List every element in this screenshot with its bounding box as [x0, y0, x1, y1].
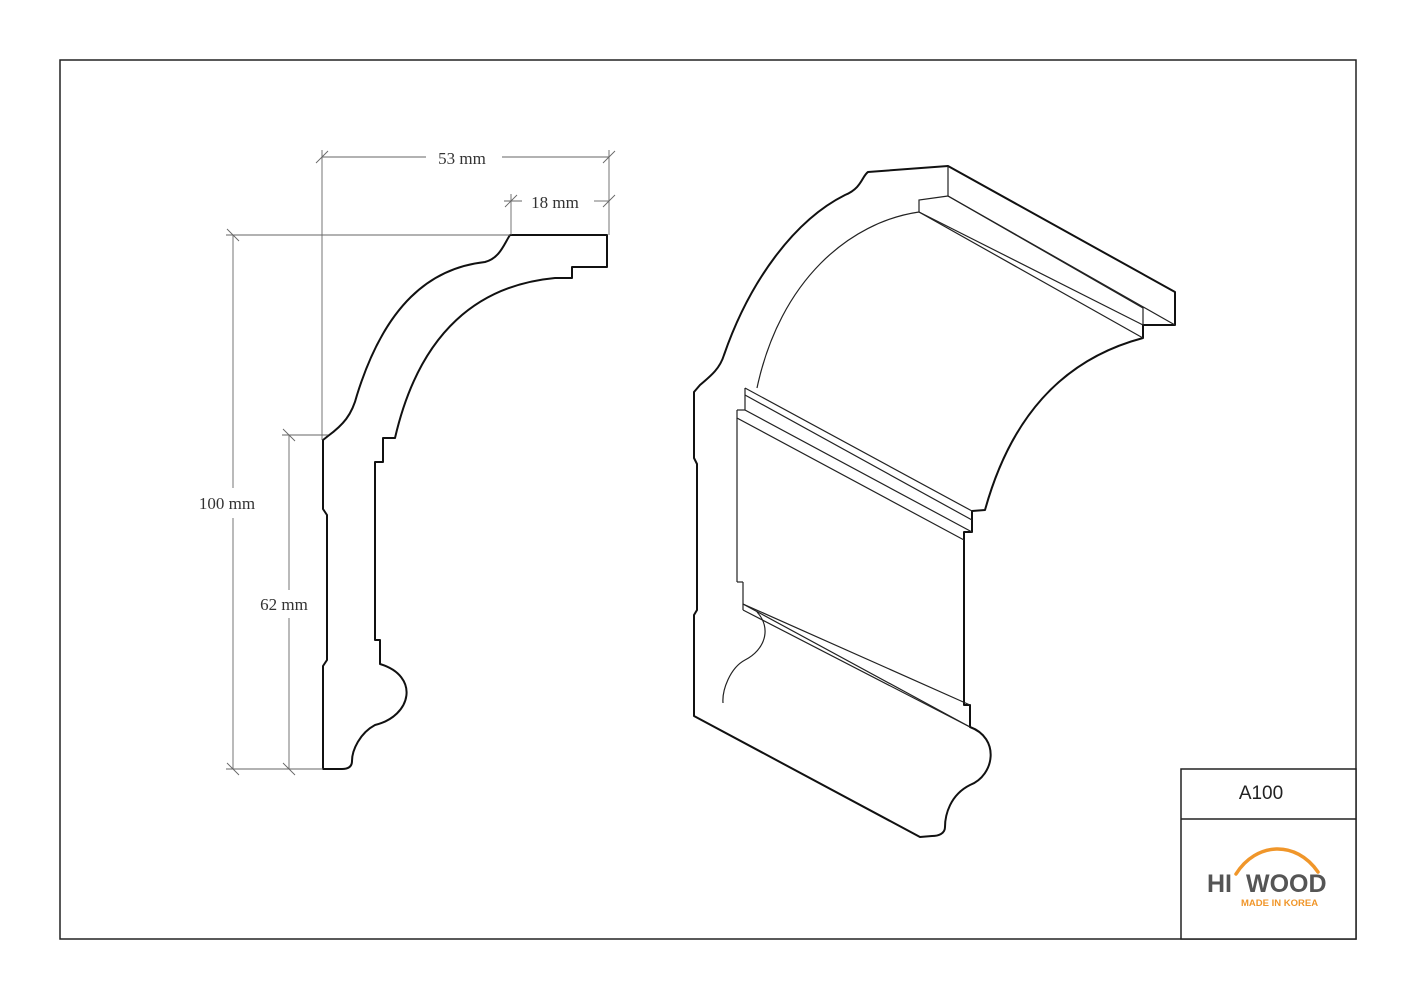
moulding-profile-outline: [322, 234, 608, 770]
iso-top-step: [918, 195, 1144, 339]
title-block-frame: [1180, 768, 1357, 940]
product-code: A100: [1239, 783, 1283, 804]
iso-middle-step-top: [744, 387, 973, 512]
iso-lower-step-line: [742, 603, 971, 706]
dim-tick: [282, 762, 296, 776]
title-block: A100 HI WOOD MADE IN KOREA: [1180, 768, 1357, 940]
logo-tagline: MADE IN KOREA: [1241, 898, 1318, 909]
hiwood-logo: HI WOOD MADE IN KOREA: [1207, 847, 1327, 909]
dim-tick: [226, 228, 240, 242]
iso-lower-step-diag: [742, 609, 971, 728]
iso-cove-curve: [756, 211, 920, 389]
iso-top-step-front: [947, 195, 1176, 326]
dim-tick: [282, 428, 296, 442]
logo-name-right: WOOD: [1246, 870, 1327, 898]
iso-top-step-inner: [918, 211, 1144, 326]
isometric-outline: [693, 165, 1176, 838]
iso-bead-curve: [722, 611, 766, 704]
dim-tick: [602, 194, 616, 208]
dim-label-overall-width: 53 mm: [438, 149, 486, 168]
logo-arc-icon: [1234, 847, 1320, 876]
profile-section: 53 mm 18 mm 100 mm 62 mm: [199, 149, 616, 776]
iso-middle-step-line2: [744, 394, 973, 521]
sheet-border: [59, 59, 1357, 940]
dim-label-top-width: 18 mm: [531, 193, 579, 212]
logo-name-left: HI: [1207, 870, 1232, 898]
isometric-view: [693, 165, 1176, 838]
dim-label-overall-height: 100 mm: [199, 494, 255, 513]
dim-tick: [226, 762, 240, 776]
dim-label-lower-height: 62 mm: [260, 595, 308, 614]
